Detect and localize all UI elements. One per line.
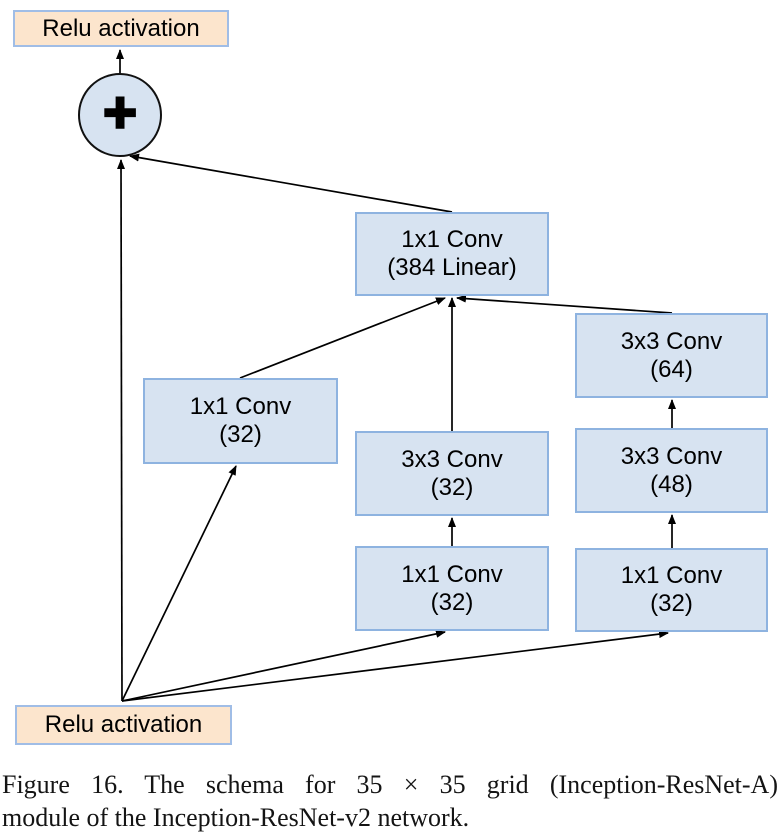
arrow-relu-bottom-to-conv1x1-right xyxy=(121,630,669,702)
arrow-relu-bottom-to-conv1x1-middle xyxy=(121,629,446,702)
node-conv-3x3-64: 3x3 Conv (64) xyxy=(575,313,768,398)
node-label-line2: (48) xyxy=(650,470,693,498)
relu-activation-input-label: Relu activation xyxy=(44,711,203,738)
elementwise-sum-node: + xyxy=(78,73,162,157)
connector-arrows-layer xyxy=(116,49,676,702)
node-label-line1: 3x3 Conv xyxy=(620,327,723,355)
relu-activation-output-label: Relu activation xyxy=(42,14,200,42)
node-conv-3x3-32-middle: 3x3 Conv (32) xyxy=(355,431,549,516)
node-label-line1: 1x1 Conv xyxy=(189,393,292,420)
node-conv-3x3-48-right: 3x3 Conv (48) xyxy=(575,428,768,513)
node-conv-1x1-384-linear: 1x1 Conv (384 Linear) xyxy=(355,212,549,296)
node-label-line1: 1x1 Conv xyxy=(401,226,503,253)
node-label-line1: 1x1 Conv xyxy=(401,560,503,588)
relu-activation-output-box: Relu activation xyxy=(13,10,229,47)
node-label-line1: 1x1 Conv xyxy=(620,562,723,589)
figure-caption-line2: module of the Inception-ResNet-v2 networ… xyxy=(2,803,470,832)
node-label-line2: (32) xyxy=(650,590,693,617)
node-label-line2: (32) xyxy=(430,473,474,501)
arrow-conv32-left-to-conv384 xyxy=(239,297,446,379)
figure-caption-line1: Figure 16. The schema for 35 × 35 grid (… xyxy=(2,770,778,799)
arrow-relu-bottom-to-conv32-left xyxy=(121,465,237,702)
node-label-line2: (64) xyxy=(650,355,693,383)
node-label-line2: (384 Linear) xyxy=(387,254,517,281)
node-label-line1: 3x3 Conv xyxy=(401,445,503,473)
node-conv-1x1-32-middle: 1x1 Conv (32) xyxy=(355,546,549,631)
node-label-line2: (32) xyxy=(430,588,474,616)
arrow-relu-bottom-to-sum xyxy=(117,159,126,702)
node-conv-1x1-32-left: 1x1 Conv (32) xyxy=(143,378,338,464)
node-label-line1: 3x3 Conv xyxy=(620,442,723,470)
node-label-line2: (32) xyxy=(219,421,262,448)
node-conv-1x1-32-right: 1x1 Conv (32) xyxy=(575,548,768,632)
plus-icon: + xyxy=(102,80,138,145)
arrow-conv384-to-sum xyxy=(129,153,453,213)
arrow-conv64-to-conv384 xyxy=(456,294,673,314)
relu-activation-input-box: Relu activation xyxy=(15,705,232,745)
figure-caption: Figure 16. The schema for 35 × 35 grid (… xyxy=(2,768,778,834)
